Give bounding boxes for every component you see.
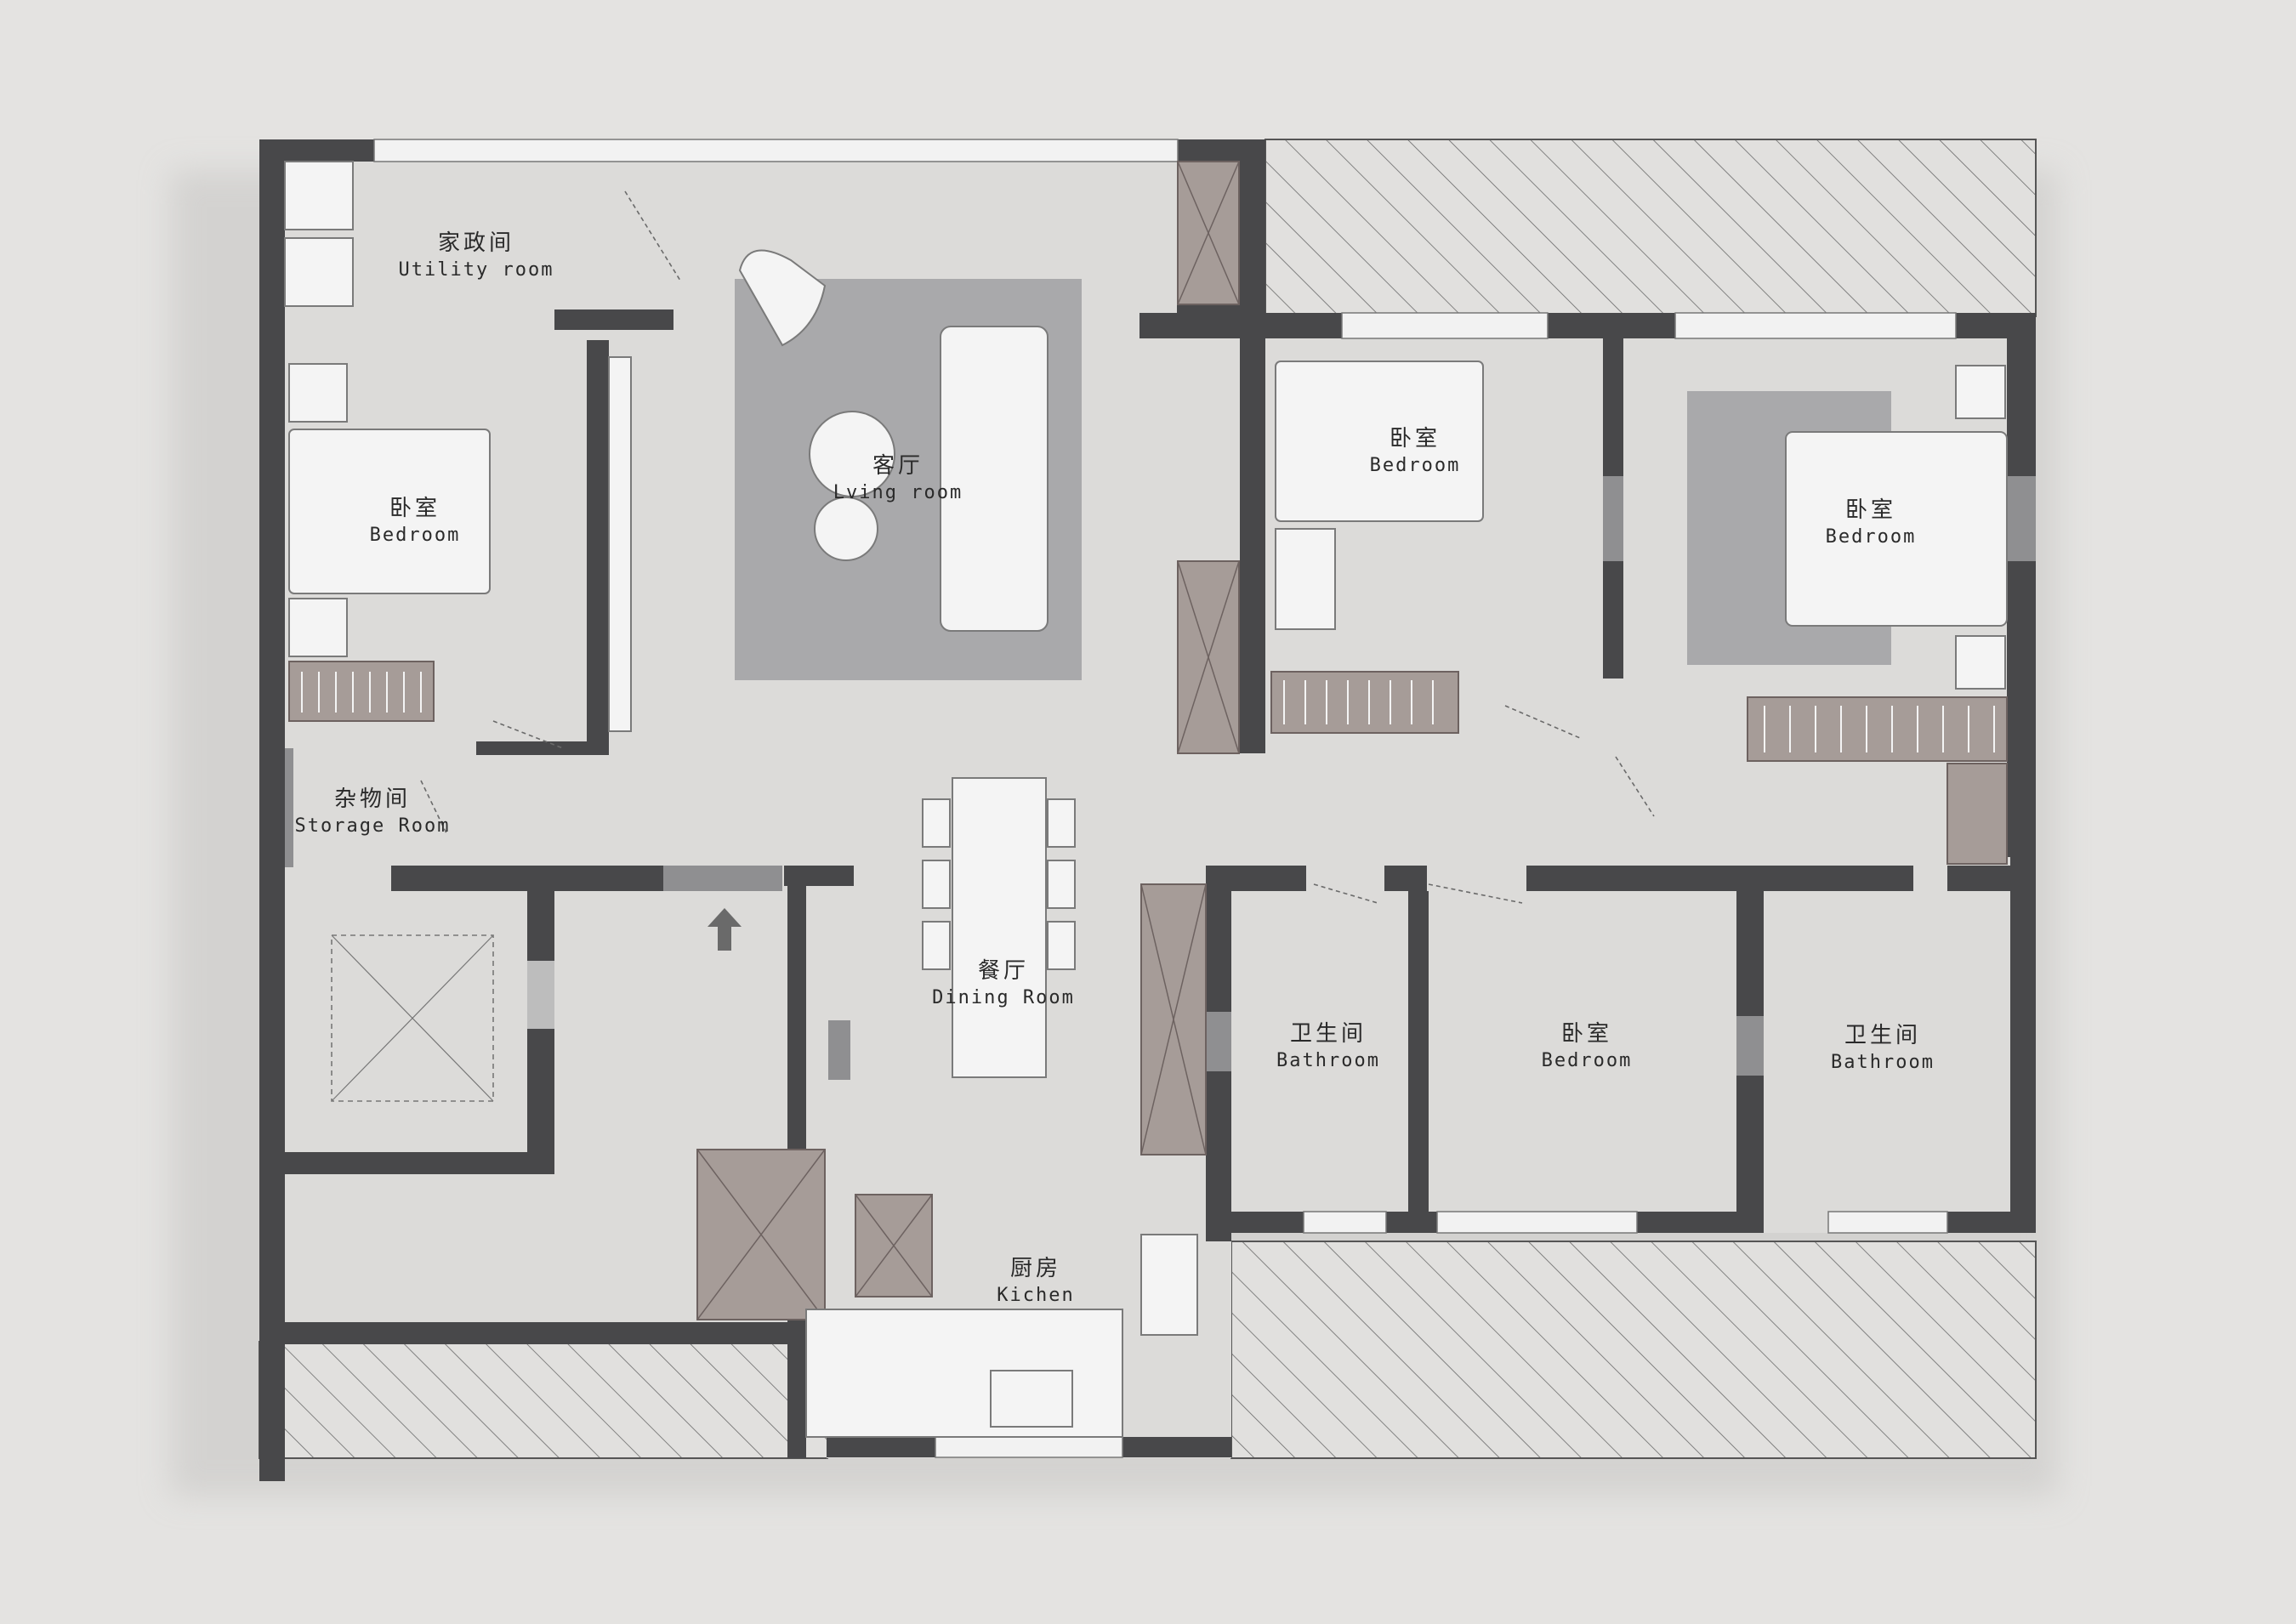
- bed-west: [288, 429, 491, 594]
- bed-master: [1785, 431, 2008, 627]
- terrace-northeast: [1265, 139, 2037, 317]
- bathroom-2-label-en: Bathroom: [1831, 1052, 1935, 1073]
- kitchen-label-zh: 厨房: [1010, 1256, 1061, 1281]
- armchair: [738, 249, 827, 347]
- walls: [259, 139, 2036, 1481]
- bedroom-master-label-en: Bedroom: [1826, 526, 1917, 548]
- terrace-southwest: [259, 1341, 828, 1459]
- entrance-arrow: [708, 908, 742, 951]
- dining-label-zh: 餐厅: [978, 958, 1029, 984]
- coffee-table-small: [814, 497, 878, 561]
- interior-floor: [259, 139, 2036, 1458]
- bedroom-south-label-en: Bedroom: [1542, 1050, 1633, 1071]
- utility-label-zh: 家政间: [438, 230, 514, 256]
- sofa: [940, 326, 1049, 632]
- partition-walls: [285, 476, 2036, 1080]
- door-swings: [420, 190, 1655, 904]
- windows: [373, 139, 1957, 1458]
- storage-label-zh: 杂物间: [334, 786, 411, 812]
- cabinet-crosses: [696, 161, 1240, 1320]
- bathroom-1-label-en: Bathroom: [1276, 1050, 1380, 1071]
- kitchen-label-en: Kichen: [997, 1285, 1074, 1306]
- furniture: [284, 161, 2008, 1438]
- storage-label-en: Storage Room: [295, 815, 451, 837]
- bedroom-south-label-zh: 卧室: [1561, 1021, 1612, 1047]
- bedroom-west-label-en: Bedroom: [370, 525, 461, 546]
- terrace-southeast: [1230, 1241, 2037, 1459]
- dining-table: [952, 777, 1047, 1078]
- bedroom-north-label-en: Bedroom: [1370, 455, 1461, 476]
- room-labels: 家政间 Utility room 卧室 Bedroom 杂物间 Storage …: [295, 230, 1935, 1306]
- sink: [990, 1370, 1073, 1428]
- living-label-zh: 客厅: [872, 453, 924, 479]
- kitchen-counter: [805, 1309, 1123, 1438]
- bathroom-1-label-zh: 卫生间: [1290, 1021, 1367, 1047]
- wardrobe-hangers: [301, 672, 1995, 752]
- stove: [1140, 1234, 1198, 1336]
- bedroom-north-label-zh: 卧室: [1390, 426, 1441, 451]
- living-label-en: Lving room: [833, 482, 963, 503]
- coffee-table-large: [809, 411, 895, 497]
- dining-label-en: Dining Room: [932, 987, 1075, 1008]
- utility-label-en: Utility room: [399, 259, 554, 281]
- bedroom-west-label-zh: 卧室: [389, 496, 440, 521]
- bed-north: [1275, 361, 1484, 522]
- lift-shaft: [331, 934, 494, 1102]
- bathroom-2-label-zh: 卫生间: [1844, 1023, 1921, 1048]
- bedroom-master-label-zh: 卧室: [1845, 497, 1896, 523]
